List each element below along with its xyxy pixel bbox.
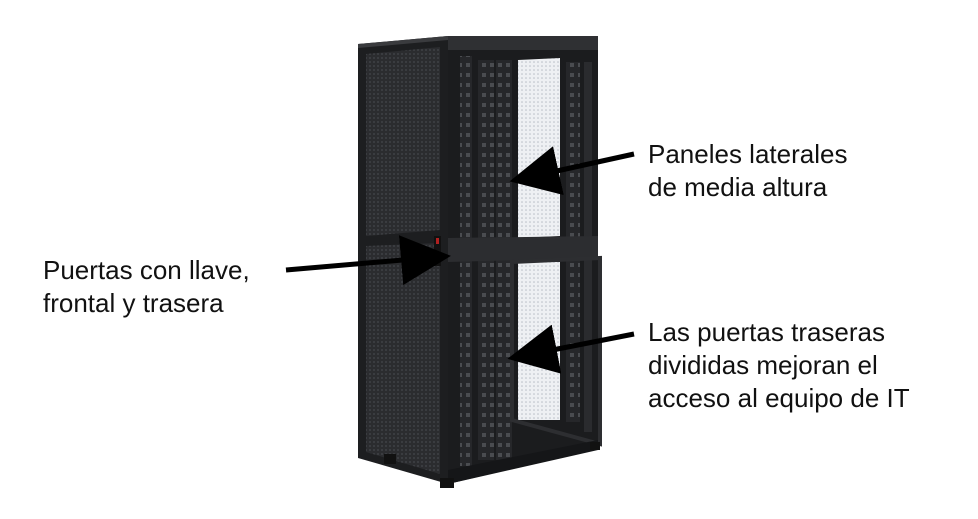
label-locking-doors-line2: frontal y trasera xyxy=(43,288,224,318)
upper-side-panel xyxy=(518,58,560,238)
label-side-panels-line2: de media altura xyxy=(648,172,828,202)
lower-side-panel xyxy=(518,262,560,420)
arrow-split-doors xyxy=(507,324,635,374)
arrow-side-panels xyxy=(509,146,635,196)
label-side-panels-line1: Paneles laterales xyxy=(648,139,848,169)
label-split-rear-doors-line2: divididas mejoran el xyxy=(648,350,878,380)
label-split-rear-doors: Las puertas traseras divididas mejoran e… xyxy=(648,316,910,415)
label-side-panels: Paneles laterales de media altura xyxy=(648,138,847,204)
arrow-locking-doors xyxy=(285,235,451,286)
label-split-rear-doors-line3: acceso al equipo de IT xyxy=(648,383,910,413)
label-split-rear-doors-line1: Las puertas traseras xyxy=(648,317,886,347)
label-locking-doors: Puertas con llave, frontal y trasera xyxy=(43,254,250,320)
label-locking-doors-line1: Puertas con llave, xyxy=(43,255,250,285)
